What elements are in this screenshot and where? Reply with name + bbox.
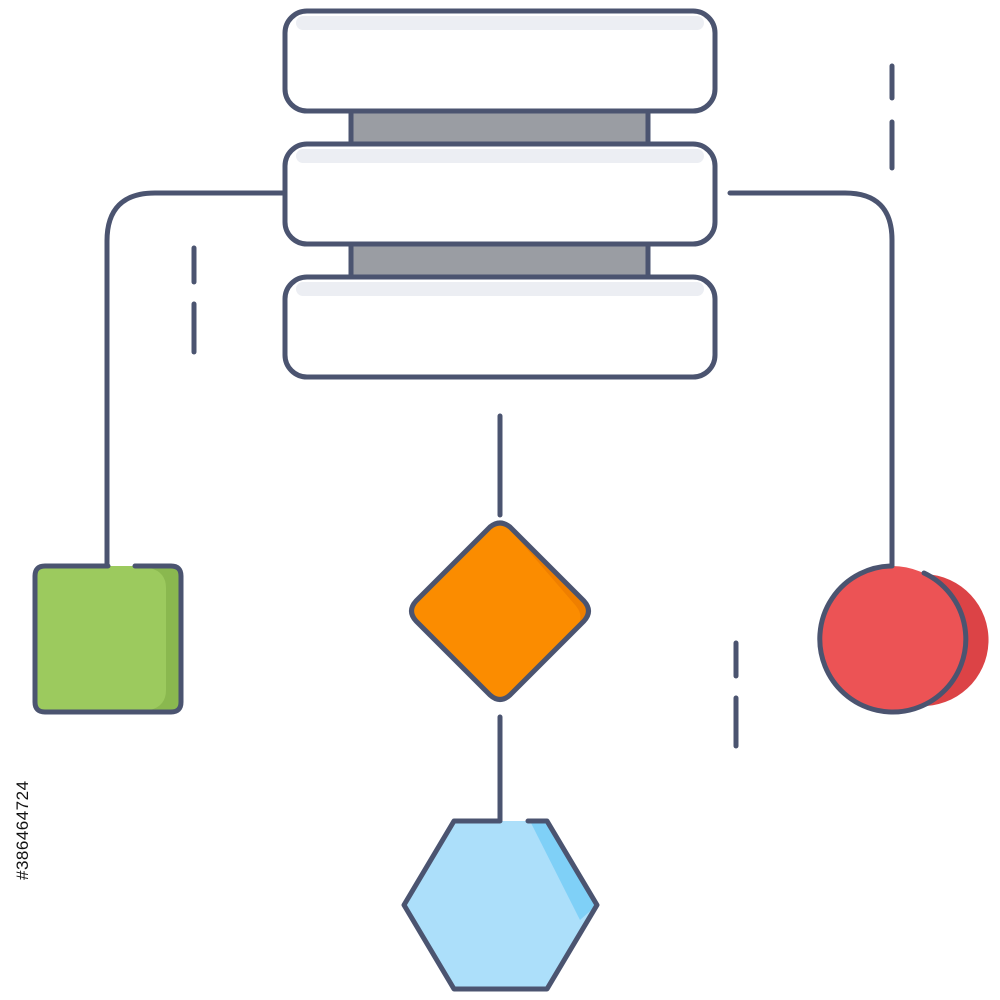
server-tier-middle bbox=[282, 141, 718, 247]
server-connector-bottom bbox=[348, 241, 651, 280]
database-stack-icon bbox=[282, 8, 718, 380]
server-tier-top bbox=[282, 8, 718, 114]
flow-line-right bbox=[727, 190, 895, 568]
flow-line-left bbox=[104, 190, 287, 568]
server-tier-bottom bbox=[282, 274, 718, 380]
hexagon-node-icon bbox=[401, 818, 600, 992]
circle-node-icon bbox=[817, 563, 989, 715]
server-connector-top bbox=[348, 108, 651, 147]
diamond-node-icon bbox=[409, 520, 591, 702]
stock-id-label: #386464724 bbox=[13, 780, 32, 880]
square-node-icon bbox=[32, 563, 184, 715]
